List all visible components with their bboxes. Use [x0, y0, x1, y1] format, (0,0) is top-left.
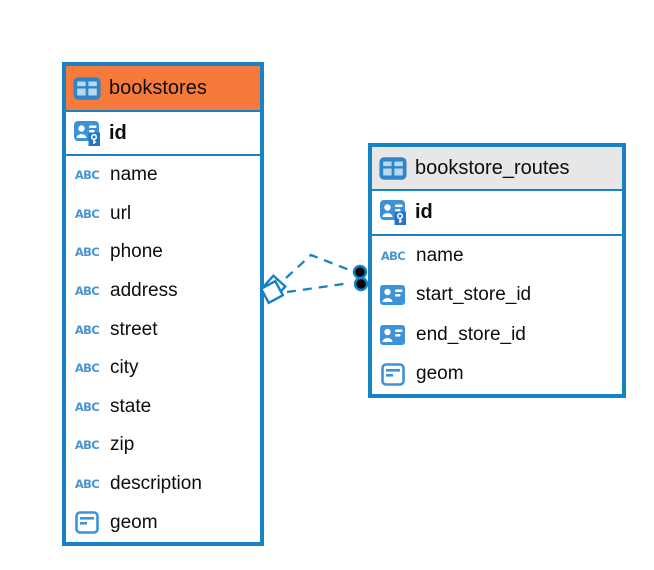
primary-key-icon	[73, 120, 101, 147]
entity-table-bookstore-routes[interactable]: bookstore_routes id ABC name start_store…	[368, 143, 626, 398]
relationship-source-diamond-icon	[259, 279, 285, 305]
column-name: address	[110, 280, 178, 302]
column-name: zip	[110, 434, 135, 456]
column-name: name	[416, 244, 464, 266]
column-row[interactable]: end_store_id	[372, 315, 622, 355]
text-type-icon: ABC	[74, 322, 100, 337]
column-name: phone	[110, 241, 163, 263]
column-name: street	[110, 318, 158, 340]
text-type-icon: ABC	[74, 361, 100, 376]
text-type-icon: ABC	[74, 438, 100, 453]
column-row[interactable]: geom	[66, 503, 260, 542]
table-icon	[73, 76, 101, 101]
column-name: city	[110, 357, 139, 379]
relationship-target-dot-icon	[352, 264, 368, 280]
geometry-type-icon	[73, 511, 101, 534]
relationship-line-2[interactable]	[286, 281, 351, 294]
geometry-type-icon	[379, 363, 407, 386]
text-type-icon: ABC	[74, 399, 100, 414]
column-row[interactable]: ABC phone	[66, 233, 260, 272]
relationship-source-diamond-icon	[261, 274, 287, 300]
table-header-bookstore-routes[interactable]: bookstore_routes	[372, 147, 622, 191]
column-row[interactable]: ABC zip	[66, 426, 260, 465]
column-row[interactable]: start_store_id	[372, 276, 622, 316]
text-type-icon: ABC	[380, 248, 406, 263]
column-row[interactable]: ABC street	[66, 310, 260, 349]
column-name: name	[110, 164, 158, 186]
column-name: id	[109, 121, 127, 144]
reference-type-icon	[379, 324, 407, 346]
table-title: bookstore_routes	[415, 156, 570, 179]
column-name: url	[110, 202, 132, 224]
primary-key-icon	[379, 199, 407, 226]
reference-type-icon	[379, 284, 407, 306]
column-row[interactable]: ABC address	[66, 272, 260, 311]
relationship-line-1[interactable]	[285, 253, 353, 279]
text-type-icon: ABC	[74, 168, 100, 183]
column-name: id	[415, 201, 433, 223]
table-title: bookstores	[109, 76, 207, 99]
text-type-icon: ABC	[74, 477, 100, 492]
entity-table-bookstores[interactable]: bookstores id ABC name ABC url ABC phone…	[62, 62, 264, 546]
column-row[interactable]: ABC name	[66, 156, 260, 195]
column-row[interactable]: ABC name	[372, 236, 622, 276]
column-row[interactable]: ABC city	[66, 349, 260, 388]
column-name: state	[110, 395, 152, 417]
column-row[interactable]: ABC url	[66, 195, 260, 234]
table-icon	[379, 156, 407, 181]
column-name: start_store_id	[416, 284, 532, 306]
column-name: geom	[110, 511, 158, 533]
relationship-target-dot-icon	[353, 276, 369, 292]
text-type-icon: ABC	[74, 206, 100, 221]
column-row[interactable]: ABC state	[66, 388, 260, 427]
column-name: geom	[416, 363, 464, 385]
column-row-pk[interactable]: id	[66, 112, 260, 156]
column-row[interactable]: ABC description	[66, 465, 260, 504]
text-type-icon: ABC	[74, 284, 100, 299]
table-header-bookstores[interactable]: bookstores	[66, 66, 260, 112]
text-type-icon: ABC	[74, 245, 100, 260]
column-row[interactable]: geom	[372, 355, 622, 395]
column-name: description	[110, 473, 202, 495]
column-row-pk[interactable]: id	[372, 191, 622, 236]
column-name: end_store_id	[416, 323, 526, 345]
